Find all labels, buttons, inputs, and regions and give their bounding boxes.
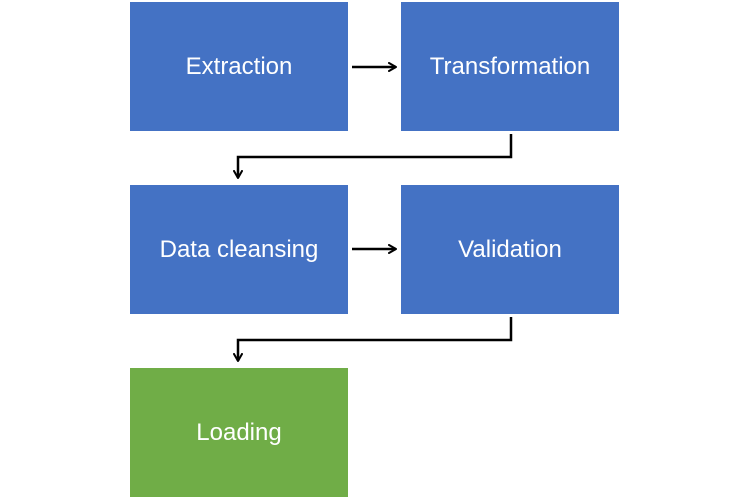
loading-step-box: Loading xyxy=(129,367,349,498)
arrow-validation-to-loading xyxy=(233,317,513,362)
transformation-step-box: Transformation xyxy=(400,1,620,132)
data-cleansing-step-box: Data cleansing xyxy=(129,184,349,315)
arrow-transformation-to-cleansing xyxy=(233,134,513,179)
data-cleansing-step-label: Data cleansing xyxy=(159,235,319,263)
validation-step-box: Validation xyxy=(400,184,620,315)
validation-step-label: Validation xyxy=(458,235,562,263)
extraction-step-label: Extraction xyxy=(185,52,293,80)
loading-step-label: Loading xyxy=(196,418,282,446)
transformation-step-label: Transformation xyxy=(429,52,591,80)
extraction-step-box: Extraction xyxy=(129,1,349,132)
